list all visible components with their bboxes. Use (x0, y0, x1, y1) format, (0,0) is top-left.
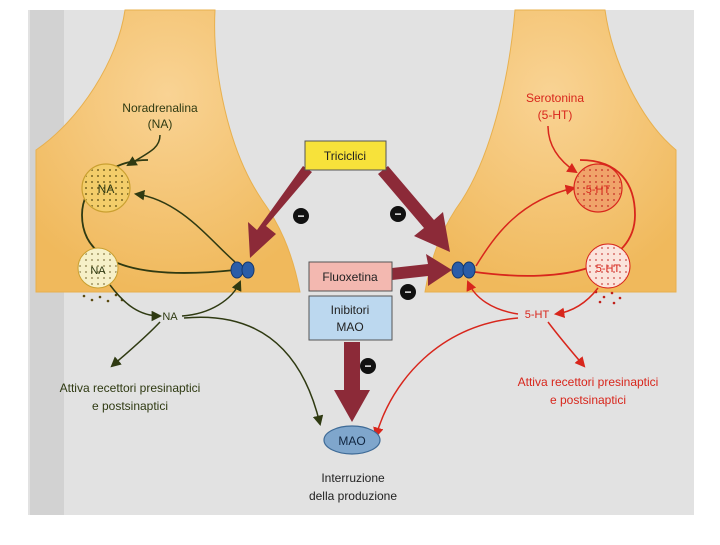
ht-to-transporter (466, 280, 519, 315)
ht-cleft-label: 5-HT (525, 309, 550, 321)
na-abbrev-label: (NA) (148, 117, 173, 131)
svg-text:−: − (297, 209, 304, 223)
triciclici-box: Triciclici (304, 140, 387, 171)
mao-inhibition-sign: − (360, 358, 376, 374)
ht-effect-arrow (547, 321, 586, 368)
triciclici-right-arrow (378, 166, 450, 252)
triciclici-left-inhibition-sign: − (293, 208, 309, 224)
na-vesicle-label: NA (98, 182, 115, 196)
fluoxetina-box: Fluoxetina (308, 261, 393, 292)
na-effect-arrow (110, 321, 161, 368)
ht-release-path (553, 287, 599, 319)
outcome-label-2: della produzione (309, 489, 397, 503)
ht-reuptake-arrow (475, 184, 577, 267)
ht-recycle-loop (474, 159, 636, 277)
na-effect-label-2: e postsinaptici (92, 399, 168, 413)
noradrenalina-label: Noradrenalina (122, 101, 198, 115)
svg-text:Inibitori: Inibitori (331, 303, 370, 317)
mao-enzyme-label: MAO (338, 434, 365, 448)
na-synthesis-arrow (126, 134, 161, 167)
fluoxetina-inhibition-sign: − (400, 284, 416, 300)
svg-text:Fluoxetina: Fluoxetina (322, 270, 378, 284)
mao-inhibitor-arrow (334, 342, 370, 422)
na-to-mao-arrow (183, 316, 324, 427)
mao-enzyme (323, 425, 381, 455)
left-nerve-terminal (35, 9, 301, 293)
na-to-transporter (181, 280, 242, 317)
na-effect-label-1: Attiva recettori presinaptici (60, 381, 201, 395)
ht-synthesis-arrow (547, 125, 578, 174)
na-transporter (230, 261, 255, 279)
svg-text:−: − (404, 285, 411, 299)
na-release-label: NA (90, 265, 106, 277)
ht-abbrev-label: (5-HT) (538, 108, 573, 122)
serotonina-label: Serotonina (526, 91, 584, 105)
fluoxetina-arrow (392, 254, 452, 286)
svg-text:Triciclici: Triciclici (324, 149, 366, 163)
svg-text:−: − (394, 207, 401, 221)
ht-vesicle-label: 5-HT (586, 184, 611, 196)
na-cleft-label: NA (162, 311, 178, 323)
svg-text:MAO: MAO (336, 320, 363, 334)
na-release-path (109, 284, 163, 322)
ht-effect-label-2: e postsinaptici (550, 393, 626, 407)
svg-text:−: − (364, 359, 371, 373)
ht-released-dots (594, 290, 622, 305)
na-reuptake-arrow (133, 189, 236, 263)
triciclici-right-inhibition-sign: − (390, 206, 406, 222)
ht-release-label: 5-HT (596, 263, 621, 275)
ht-to-mao-arrow (373, 317, 519, 439)
outcome-label-1: Interruzione (321, 471, 385, 485)
triciclici-left-arrow (248, 166, 312, 258)
ht-effect-label-1: Attiva recettori presinaptici (518, 375, 659, 389)
inibitori-mao-box: Inibitori MAO (308, 295, 393, 341)
